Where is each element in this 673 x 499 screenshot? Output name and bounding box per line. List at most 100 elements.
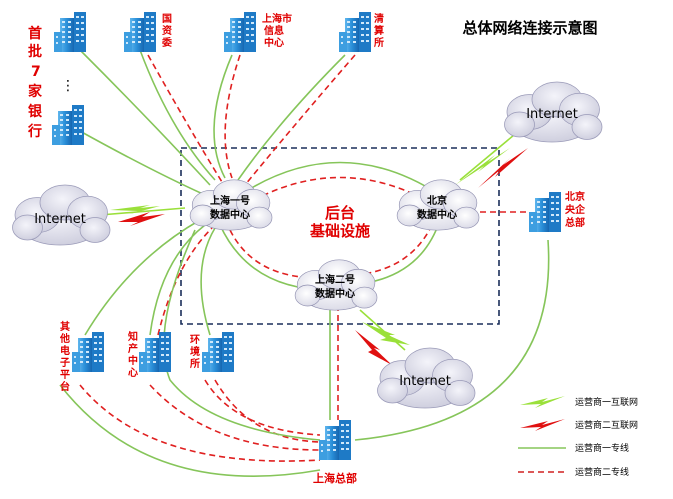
building-exchange bbox=[202, 332, 234, 372]
ip-char-4: 心 bbox=[128, 367, 138, 379]
lightning-links bbox=[110, 148, 528, 365]
line-qita-hq-red bbox=[79, 384, 321, 462]
shanghai-info-line-2: 信息 bbox=[264, 24, 284, 37]
exchange-label: 环 境 所 bbox=[190, 334, 200, 370]
line-clearing-dc1-green bbox=[237, 54, 346, 181]
guoziwei-char-3: 委 bbox=[161, 36, 173, 49]
legend-isp2-internet-label: 运营商二互联网 bbox=[575, 419, 638, 431]
line-banks-dc1-top bbox=[79, 49, 211, 186]
line-internet-bottom-green bbox=[359, 309, 406, 351]
legend-isp1-line-label: 运营商一专线 bbox=[575, 442, 629, 454]
line-dc1-hq-green bbox=[163, 229, 321, 441]
banks-char-1: 首 bbox=[28, 25, 42, 42]
line-clearing-dc1-red bbox=[244, 54, 356, 186]
exchange-char-1: 环 bbox=[190, 334, 200, 346]
ip-center-label: 知 产 中 心 bbox=[127, 330, 138, 379]
line-guoziwei-dc1-green bbox=[139, 49, 216, 181]
line-exchange-hq-red bbox=[214, 379, 321, 443]
legend-isp2-line-label: 运营商二专线 bbox=[575, 466, 629, 478]
line-soe-hq-green bbox=[354, 239, 550, 441]
ip-char-1: 知 bbox=[127, 330, 138, 343]
line-ip-hq-red bbox=[149, 384, 321, 451]
dc1-label-line1: 上海一号 bbox=[210, 194, 250, 207]
banks-char-2: 批 bbox=[28, 43, 42, 60]
internet-top-right-label: Internet bbox=[526, 107, 578, 122]
building-guoziwei bbox=[124, 12, 156, 52]
legend: 运营商一互联网 运营商二互联网 运营商一专线 运营商二专线 bbox=[518, 396, 638, 478]
qita-char-1: 其 bbox=[60, 320, 70, 333]
line-exchange-dc1-green bbox=[200, 227, 216, 336]
banks-char-4: 家 bbox=[28, 83, 43, 100]
building-bank-top bbox=[54, 12, 86, 52]
legend-isp2-internet: 运营商二互联网 bbox=[520, 419, 638, 431]
qita-char-5: 平 bbox=[60, 369, 70, 381]
ip-char-2: 产 bbox=[128, 342, 138, 355]
clearing-char-3: 所 bbox=[374, 36, 384, 49]
clearing-char-1: 清 bbox=[374, 12, 384, 25]
line-ip-dc1-green bbox=[149, 224, 206, 336]
bolt-right-red bbox=[478, 148, 528, 188]
bolt-left-red bbox=[118, 212, 165, 226]
line-qita-dc1-green bbox=[84, 219, 201, 336]
connection-lines bbox=[59, 49, 550, 477]
bolt-right-green bbox=[455, 148, 510, 185]
shanghai-info-line-3: 中心 bbox=[264, 36, 284, 49]
legend-bolt-green bbox=[520, 396, 565, 408]
dc2-label-line2: 数据中心 bbox=[417, 208, 457, 221]
line-ip-dc1-red bbox=[157, 227, 213, 336]
banks-char-3: 7 bbox=[31, 64, 41, 80]
bolt-left-green bbox=[110, 205, 160, 214]
beijing-soe-line-3: 总部 bbox=[565, 216, 585, 229]
building-qita bbox=[72, 332, 104, 372]
ring-red-dc1-dc3 bbox=[229, 229, 326, 279]
line-info-dc1-red bbox=[224, 54, 241, 179]
clearing-label: 清 算 所 bbox=[373, 12, 384, 49]
center-label-line2: 基础设施 bbox=[309, 222, 370, 240]
line-banks-dc1-low bbox=[77, 129, 206, 196]
line-info-dc1-green bbox=[213, 54, 233, 179]
line-guoziwei-dc1-red bbox=[147, 54, 223, 183]
bolt-bottom-green bbox=[362, 322, 410, 345]
building-hq bbox=[319, 420, 351, 460]
bolt-bottom-red bbox=[355, 330, 392, 365]
dc3-label-line2: 数据中心 bbox=[315, 287, 355, 300]
shanghai-info-label: 上海市 信息 中心 bbox=[262, 12, 292, 49]
internet-bottom-label: Internet bbox=[399, 374, 451, 389]
legend-isp2-line: 运营商二专线 bbox=[518, 466, 629, 478]
exchange-char-3: 所 bbox=[190, 357, 200, 370]
qita-char-3: 电 bbox=[60, 344, 70, 357]
ip-char-3: 中 bbox=[128, 354, 138, 367]
internet-left-label: Internet bbox=[34, 212, 86, 227]
banks-char-6: 行 bbox=[27, 123, 42, 140]
legend-isp1-internet: 运营商一互联网 bbox=[520, 396, 638, 408]
guoziwei-label: 国 资 委 bbox=[161, 13, 173, 49]
banks-char-5: 银 bbox=[28, 103, 43, 120]
beijing-soe-label: 北京 央企 总部 bbox=[565, 190, 586, 229]
banks-label: 首 批 7 家 银 行 bbox=[27, 25, 43, 140]
line-exchange-hq-red-2 bbox=[204, 379, 321, 436]
ring-green-dc1-dc2 bbox=[239, 161, 441, 196]
dc2-label-line1: 北京 bbox=[427, 194, 447, 207]
legend-isp1-internet-label: 运营商一互联网 bbox=[575, 396, 638, 408]
hq-label: 上海总部 bbox=[313, 471, 357, 485]
dc3-label-line1: 上海二号 bbox=[315, 273, 355, 286]
qita-char-2: 他 bbox=[59, 332, 70, 345]
building-bank-bottom bbox=[52, 105, 84, 145]
qita-label: 其 他 电 子 平 台 bbox=[59, 320, 70, 393]
banks-ellipsis: ⋮ bbox=[61, 78, 75, 94]
beijing-soe-line-1: 北京 bbox=[565, 190, 585, 203]
qita-char-6: 台 bbox=[60, 380, 70, 393]
qita-char-4: 子 bbox=[60, 357, 70, 369]
infrastructure-boundary bbox=[180, 147, 500, 325]
building-clearing bbox=[339, 12, 371, 52]
legend-bolt-red bbox=[520, 419, 565, 431]
center-label-line1: 后台 bbox=[325, 204, 355, 222]
building-beijing-soe bbox=[529, 192, 561, 232]
legend-isp1-line: 运营商一专线 bbox=[518, 442, 629, 454]
beijing-soe-line-2: 央企 bbox=[565, 203, 586, 216]
exchange-char-2: 境 bbox=[190, 345, 200, 358]
shanghai-info-line-1: 上海市 bbox=[262, 12, 292, 25]
diagram-title: 总体网络连接示意图 bbox=[462, 19, 597, 37]
dc1-label-line2: 数据中心 bbox=[210, 208, 250, 221]
